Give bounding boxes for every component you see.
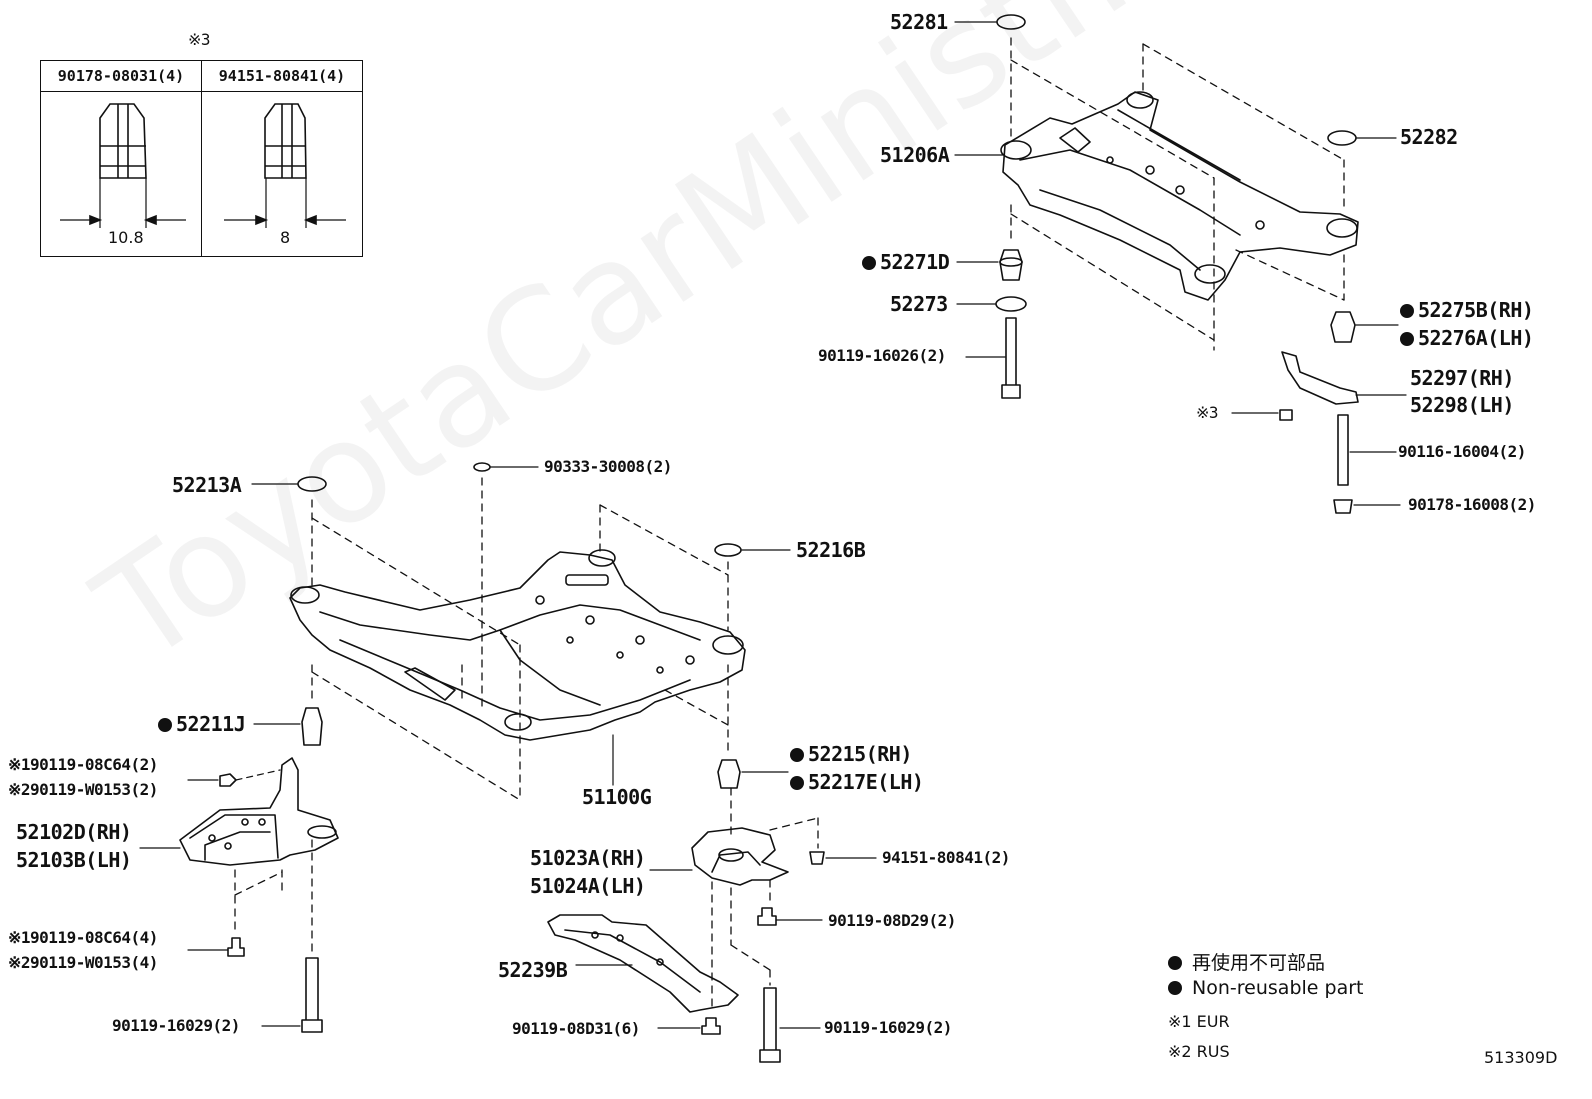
bushing-52275B <box>1330 311 1356 343</box>
legend-jp-text: 再使用不可部品 <box>1192 952 1326 974</box>
oring-90333-30008 <box>473 462 491 472</box>
washer-52216B <box>714 543 742 557</box>
bolt-90119-16029-b <box>759 987 781 1063</box>
label-52276A-text: 52276A(LH) <box>1418 326 1534 350</box>
label-52102D: 52102D(RH) <box>16 820 132 844</box>
label-90119-08D31: 90119-08D31(6) <box>512 1019 640 1038</box>
nonreusable-dot-icon <box>1168 980 1182 995</box>
label-90119-16029-left: 90119-16029(2) <box>112 1016 240 1035</box>
nut-spec-table: 90178-08031(4) 94151-80841(4) <box>40 60 363 257</box>
label-52216B: 52216B <box>796 538 866 562</box>
label-51100G: 51100G <box>582 785 652 809</box>
label-90333-30008: 90333-30008(2) <box>544 457 672 476</box>
legend-note1: ※1 EUR <box>1168 1012 1230 1031</box>
washer-52273 <box>995 296 1027 312</box>
label-94151-80841: 94151-80841(2) <box>882 848 1010 867</box>
label-52211J-text: 52211J <box>176 712 246 736</box>
label-90119-W0153-2: ※290119-W0153(2) <box>8 780 158 799</box>
label-52281: 52281 <box>890 10 948 34</box>
bolt-90119-16029-a <box>301 957 323 1033</box>
nonreusable-dot-icon <box>1400 303 1414 318</box>
nut-94151-80841 <box>809 851 825 865</box>
label-52217E: 52217E(LH) <box>790 770 924 794</box>
label-52211J: 52211J <box>158 712 246 736</box>
label-51023A: 51023A(RH) <box>530 846 646 870</box>
label-90116-16004: 90116-16004(2) <box>1398 442 1526 461</box>
nonreusable-dot-icon <box>158 717 172 732</box>
label-52215-text: 52215(RH) <box>808 742 912 766</box>
label-90178-16008: 90178-16008(2) <box>1408 495 1536 514</box>
label-52282: 52282 <box>1400 125 1458 149</box>
nut-col-2-dimension: 8 <box>280 228 291 247</box>
label-90119-08D29: 90119-08D29(2) <box>828 911 956 930</box>
bolt-90116-16004 <box>1337 414 1349 486</box>
bolt-90119-08C64-a <box>219 773 237 787</box>
bracket-52102D <box>179 757 339 956</box>
bolt-90119-08D31 <box>701 1017 721 1035</box>
label-90119-16029-right: 90119-16029(2) <box>824 1018 952 1037</box>
legend-en: Non-reusable part <box>1168 977 1363 999</box>
label-51024A: 51024A(LH) <box>530 874 646 898</box>
nonreusable-dot-icon <box>862 255 876 270</box>
label-52276A: 52276A(LH) <box>1400 326 1534 350</box>
rear-crossmember-51206A <box>1000 37 1359 351</box>
nonreusable-dot-icon <box>1168 955 1182 970</box>
legend-note2: ※2 RUS <box>1168 1042 1230 1061</box>
table-note-marker: ※3 <box>188 30 211 49</box>
front-crossmember-51100G <box>289 477 746 801</box>
bushing-52215 <box>717 759 741 789</box>
bolt-90119-16026 <box>1001 317 1021 399</box>
label-52215: 52215(RH) <box>790 744 912 764</box>
nonreusable-dot-icon <box>790 775 804 790</box>
nonreusable-dot-icon <box>790 747 804 762</box>
washer-52282 <box>1327 130 1357 146</box>
label-90119-16026: 90119-16026(2) <box>818 346 946 365</box>
label-90119-08C64-2: ※190119-08C64(2) <box>8 755 158 774</box>
label-52275B-text: 52275B(RH) <box>1418 298 1534 322</box>
label-52239B: 52239B <box>498 958 568 982</box>
label-90119-08C64-4: ※190119-08C64(4) <box>8 928 158 947</box>
bracket-52297 <box>1281 351 1359 405</box>
nut-col-1-dimension: 10.8 <box>108 228 144 247</box>
label-52213A: 52213A <box>172 473 242 497</box>
legend-jp: 再使用不可部品 <box>1168 948 1325 975</box>
brace-52239B <box>547 914 739 1013</box>
nut-col-2-part: 94151-80841(4) <box>201 60 363 92</box>
nut-note3 <box>1279 409 1293 421</box>
label-52273: 52273 <box>890 292 948 316</box>
label-90119-W0153-4: ※290119-W0153(4) <box>8 953 158 972</box>
nut-col-1-part: 90178-08031(4) <box>40 60 202 92</box>
label-52271D: 52271D <box>862 250 950 274</box>
nut-90178-16008 <box>1333 499 1353 514</box>
label-52217E-text: 52217E(LH) <box>808 770 924 794</box>
bolt-90119-08D29 <box>757 907 777 926</box>
label-52297: 52297(RH) <box>1410 366 1514 390</box>
label-52271D-text: 52271D <box>880 250 950 274</box>
label-52103B: 52103B(LH) <box>16 848 132 872</box>
label-52275B: 52275B(RH) <box>1400 298 1534 322</box>
washer-52281 <box>996 14 1026 30</box>
label-52298: 52298(LH) <box>1410 393 1514 417</box>
diagram-id: 513309D <box>1484 1048 1558 1067</box>
bushing-52211J <box>301 707 323 746</box>
nonreusable-dot-icon <box>1400 331 1414 346</box>
label-note3: ※3 <box>1196 403 1219 422</box>
bolt-90119-08C64-b <box>227 937 245 957</box>
label-51206A: 51206A <box>880 143 950 167</box>
legend-en-text: Non-reusable part <box>1192 977 1364 999</box>
washer-52213A <box>297 476 327 492</box>
nut-col-2-drawing <box>201 91 363 257</box>
bracket-51023A <box>691 787 819 1011</box>
